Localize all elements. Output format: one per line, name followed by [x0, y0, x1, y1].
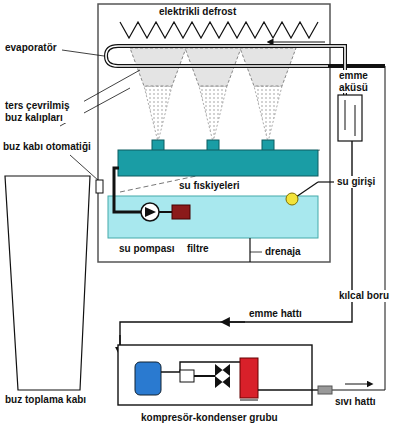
condensing-unit	[118, 345, 312, 405]
water-pump	[141, 203, 159, 221]
condenser-fan	[215, 364, 230, 388]
capillary-tube	[332, 66, 385, 390]
line-label: kılcal boru	[338, 290, 390, 302]
suction-accumulator	[338, 95, 362, 141]
compressor	[135, 362, 161, 395]
line-label: emme hattı	[248, 308, 303, 320]
flow-arrow	[270, 42, 325, 43]
suction-line	[120, 141, 352, 372]
filter-drier	[318, 386, 332, 394]
part-label: drenaja	[264, 246, 302, 258]
spray-cones	[144, 86, 282, 142]
part-label: filtre	[186, 243, 210, 255]
part-label: evaporatör	[4, 42, 58, 54]
bin-switch	[96, 180, 103, 193]
part-label: su fıskiyeleri	[178, 180, 241, 192]
spray-manifold	[118, 140, 318, 176]
part-label: su pompası	[118, 243, 176, 255]
defrost-heater	[120, 22, 318, 38]
cabinet	[98, 4, 330, 262]
part-label: su girişi	[336, 176, 376, 188]
drain-pipe	[249, 238, 250, 262]
pump-pipe	[114, 168, 141, 212]
part-label: buz kabı otomatiği	[2, 141, 92, 153]
filter	[172, 205, 190, 219]
part-label: buz toplama kabı	[4, 394, 87, 406]
part-label: ters çevrilmiş buz kalıpları	[4, 100, 84, 123]
group-label: kompresör-kondenser grubu	[140, 412, 279, 424]
heater-label: elektrikli defrost	[158, 6, 237, 18]
float-valve	[286, 193, 298, 205]
condenser	[240, 358, 258, 398]
line-label: sıvı hattı	[334, 396, 377, 408]
evaporator-tube	[106, 46, 385, 95]
part-label: emme aküsü	[338, 70, 376, 93]
ice-bin	[5, 176, 90, 390]
